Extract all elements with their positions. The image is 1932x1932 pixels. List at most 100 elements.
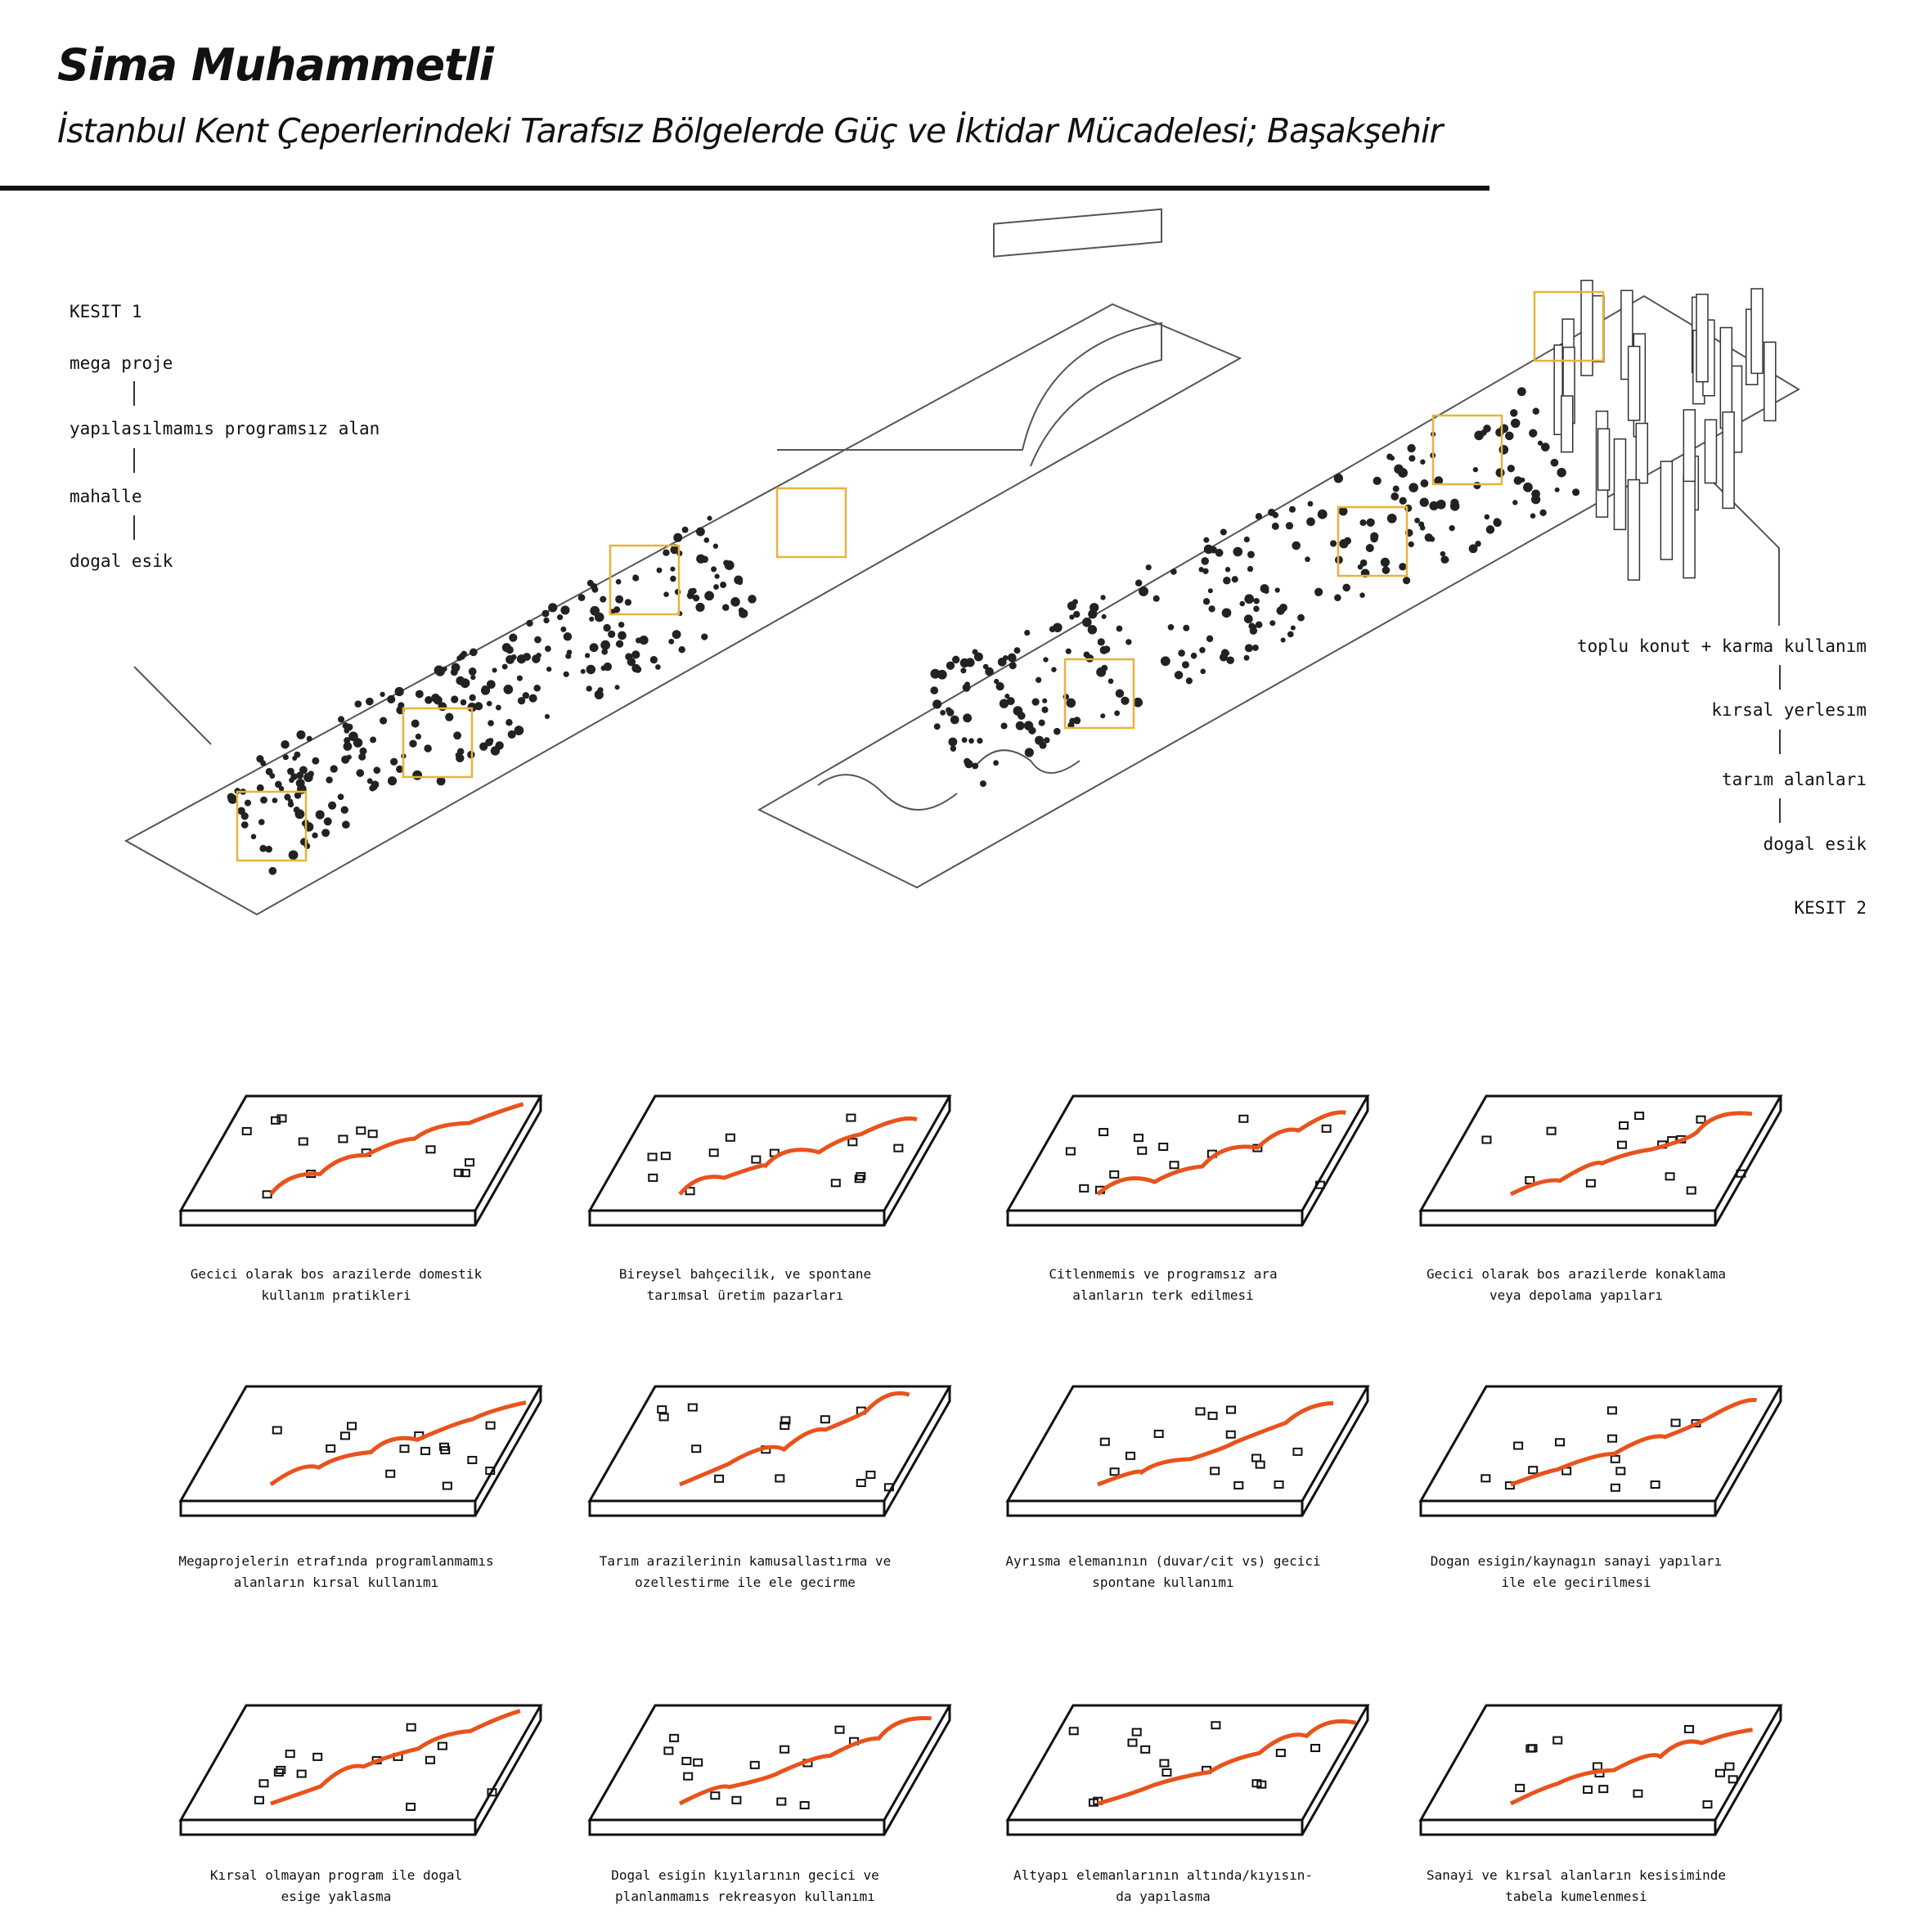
tree-mark <box>1223 576 1231 585</box>
tree-mark <box>615 578 622 585</box>
connector <box>133 381 135 406</box>
house-mark <box>1099 1128 1109 1137</box>
tree-mark <box>1449 524 1455 532</box>
tree-mark <box>1215 548 1224 557</box>
house-mark <box>487 1788 497 1797</box>
intervention-mark <box>1509 1111 1753 1197</box>
tree-mark <box>670 575 676 582</box>
kesit1-layer: mahalle <box>70 487 142 506</box>
tree-mark <box>663 549 670 556</box>
tree-mark <box>486 700 492 707</box>
kesit1-label: KESIT 1 <box>70 302 142 321</box>
house-mark <box>883 1483 894 1492</box>
tree-mark <box>544 645 551 653</box>
tree-mark <box>487 720 494 726</box>
caption-line: Sanayi ve kırsal alanların kesisiminde <box>1426 1867 1727 1883</box>
caption-line: Tarım arazilerinin kamusallastırma ve <box>599 1553 892 1569</box>
tree-mark <box>1134 579 1143 586</box>
tree-mark <box>516 675 523 681</box>
tree-mark <box>1436 499 1446 510</box>
tree-mark <box>977 738 983 744</box>
tree-mark <box>1420 459 1426 465</box>
tree-mark <box>282 754 289 761</box>
house-mark <box>893 1143 904 1152</box>
house-mark <box>439 1442 450 1451</box>
house-mark <box>751 1155 762 1164</box>
tree-mark <box>1239 600 1246 607</box>
house-mark <box>1099 1437 1110 1446</box>
tree-mark <box>1082 618 1092 627</box>
tree-mark <box>1365 544 1374 553</box>
tree-mark <box>1511 418 1521 429</box>
slab-top <box>1418 1385 1783 1503</box>
tree-mark <box>1248 622 1256 630</box>
tree-mark <box>720 582 727 589</box>
tree-mark <box>1006 697 1015 706</box>
caption-line: Ayrısma elemanının (duvar/cit vs) gecici <box>1005 1553 1321 1569</box>
house-mark <box>1555 1438 1566 1447</box>
tree-mark <box>244 799 252 806</box>
tree-mark <box>337 716 345 723</box>
tree-mark <box>1269 620 1276 627</box>
tree-mark <box>1414 517 1421 523</box>
house-mark <box>1610 1454 1620 1463</box>
tree-mark <box>1013 647 1021 654</box>
tree-mark <box>1200 668 1206 675</box>
house-mark <box>1065 1147 1076 1156</box>
tree-mark <box>330 765 338 773</box>
house-mark <box>856 1479 866 1488</box>
tree-mark <box>260 796 267 804</box>
tree-mark <box>1468 544 1478 554</box>
house-mark <box>708 1148 719 1157</box>
sketch-caption: Sanayi ve kırsal alanların kesisiminde ta… <box>1372 1865 1781 1907</box>
tree-mark <box>1485 525 1495 534</box>
tree-mark <box>639 635 649 645</box>
tree-mark <box>256 784 264 792</box>
tree-mark <box>1183 624 1190 631</box>
tree-mark <box>951 655 960 664</box>
tree-mark <box>1475 540 1481 547</box>
tree-mark <box>707 515 712 521</box>
tree-mark <box>656 567 663 573</box>
tree-mark <box>1342 583 1350 592</box>
tree-mark <box>1386 513 1397 523</box>
tree-mark <box>1145 564 1152 571</box>
house-mark <box>367 1130 378 1139</box>
house-mark <box>799 1800 810 1809</box>
tree-mark <box>366 697 374 706</box>
tree-mark <box>425 696 433 704</box>
tree-mark <box>695 527 705 537</box>
tree-mark <box>340 806 348 814</box>
tower <box>1683 473 1696 579</box>
tree-mark <box>1031 698 1040 706</box>
house-mark <box>1616 1140 1627 1149</box>
tree-mark <box>1287 631 1294 638</box>
tree-mark <box>1253 598 1260 604</box>
house-mark <box>1131 1728 1142 1737</box>
caption-line: tabela kumelenmesi <box>1505 1889 1647 1904</box>
house-mark <box>1552 1736 1563 1745</box>
tree-mark <box>451 695 459 703</box>
intervention-mark <box>1509 1728 1753 1806</box>
tree-mark <box>1073 610 1081 618</box>
house-mark <box>1527 1744 1538 1753</box>
tree-mark <box>456 655 462 662</box>
tree-mark <box>1073 717 1081 725</box>
house-mark <box>1109 1467 1120 1476</box>
tower <box>1696 294 1709 383</box>
house-mark <box>1528 1466 1539 1475</box>
tree-mark <box>534 636 541 644</box>
intervention-mark <box>269 1400 527 1487</box>
house-mark <box>1140 1745 1151 1754</box>
tree-mark <box>1532 407 1540 416</box>
house-mark <box>460 1169 470 1178</box>
connector <box>1779 798 1781 823</box>
tree-mark <box>1409 455 1416 462</box>
house-mark <box>687 1403 698 1412</box>
tree-mark <box>456 748 465 755</box>
tree-mark <box>670 546 679 555</box>
tree-mark <box>1231 576 1238 583</box>
tree-mark <box>946 661 955 670</box>
